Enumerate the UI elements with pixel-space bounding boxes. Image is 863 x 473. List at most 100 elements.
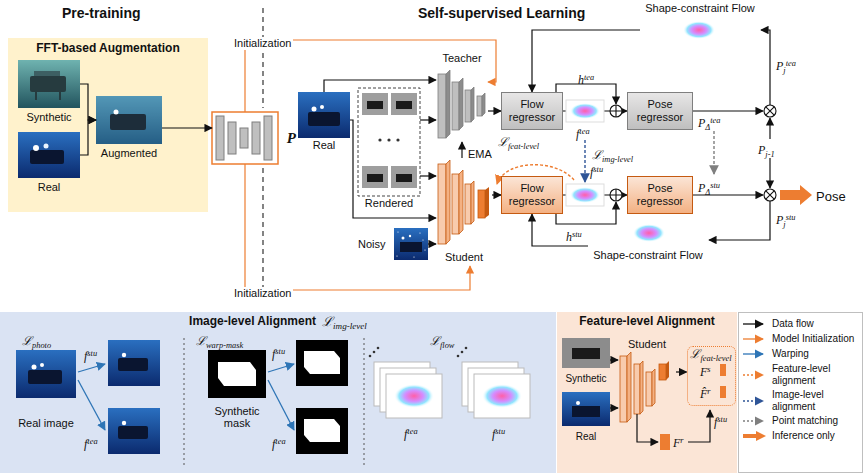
node-label: Synthetic bbox=[26, 111, 71, 124]
section-divider bbox=[364, 338, 365, 468]
node-label: Synthetic mask bbox=[205, 405, 269, 430]
image-thumbnail: Synthetic bbox=[562, 338, 610, 384]
edge-label: Initialization bbox=[232, 37, 293, 50]
label-box: ℒphoto bbox=[22, 331, 51, 350]
student-network bbox=[640, 361, 643, 414]
math-part: F̂ bbox=[700, 387, 707, 401]
node-label: Flow regressor bbox=[502, 98, 562, 123]
noisy-image bbox=[397, 231, 398, 232]
label-box: Pj-1 bbox=[758, 140, 775, 159]
teacher-network: Teacher bbox=[436, 52, 488, 142]
flow-stack bbox=[386, 374, 442, 418]
real-image bbox=[298, 92, 350, 138]
connector-arrow bbox=[676, 371, 687, 372]
math-part: P bbox=[287, 130, 296, 146]
feature-branch bbox=[688, 410, 710, 442]
process-box: Flow regressor bbox=[501, 92, 563, 130]
legend-label: Feature-level alignment bbox=[772, 363, 860, 386]
alignment-panel: Image-level Alignmentℒimg-levelReal imag… bbox=[0, 312, 556, 473]
student-network bbox=[438, 164, 446, 244]
augmented-image bbox=[96, 96, 162, 144]
node-label: Synthetic bbox=[565, 373, 606, 385]
student-network bbox=[666, 361, 669, 380]
flow-image: Shape-constraint Flow bbox=[588, 218, 708, 262]
connector-arrow bbox=[80, 120, 96, 155]
student-network bbox=[438, 164, 471, 244]
math-label: Fs bbox=[700, 365, 711, 380]
connector-arrow bbox=[162, 127, 212, 128]
rendered-images bbox=[396, 174, 412, 182]
legend-sample bbox=[743, 420, 763, 421]
label-box: fstu bbox=[590, 162, 603, 180]
math-label: ℒfeat-level bbox=[498, 136, 539, 151]
math-part: r bbox=[680, 436, 683, 445]
legend-label: Model Initialization bbox=[772, 333, 854, 345]
noisy-image bbox=[422, 239, 423, 240]
node-label: Student bbox=[628, 338, 666, 351]
warping-arrow bbox=[78, 380, 105, 430]
legend-row: Image-level alignment bbox=[742, 389, 860, 412]
add-operator bbox=[610, 189, 622, 201]
flow-stack bbox=[474, 374, 530, 418]
node-label: Real bbox=[576, 431, 597, 443]
math-part: P bbox=[776, 213, 783, 227]
flow-stack bbox=[369, 347, 530, 418]
feature-map bbox=[660, 434, 670, 450]
math-part: stu bbox=[572, 230, 582, 239]
math-label: ftea bbox=[576, 127, 590, 142]
math-part: img-level bbox=[333, 321, 367, 331]
math-label: ℒflow bbox=[430, 335, 454, 350]
flow-stack bbox=[465, 347, 468, 350]
panel-ground bbox=[557, 312, 737, 473]
legend-label: Warping bbox=[772, 348, 809, 360]
label-box: fstu bbox=[84, 346, 97, 364]
noisy-image bbox=[394, 228, 428, 260]
math-part: img-level bbox=[602, 155, 633, 164]
node-label: Noisy bbox=[358, 238, 386, 251]
multiply-operator bbox=[764, 105, 776, 201]
pretrain-network bbox=[212, 112, 278, 164]
math-part: f bbox=[84, 437, 87, 451]
noisy-image bbox=[413, 256, 414, 257]
label-box: fstu bbox=[492, 424, 505, 442]
legend-row: Warping bbox=[742, 348, 860, 360]
math-label: fstu bbox=[714, 415, 727, 430]
math-label: PΔstu bbox=[698, 181, 720, 197]
warped-image bbox=[108, 340, 160, 386]
math-part: ℒ bbox=[690, 347, 700, 361]
mask-image bbox=[296, 340, 348, 386]
label-box: ℒimg-level bbox=[592, 145, 633, 164]
process-arrow bbox=[761, 30, 770, 105]
connector-arrow bbox=[245, 164, 470, 290]
multiply-operator bbox=[766, 191, 774, 199]
legend-label: Point matching bbox=[772, 415, 838, 427]
math-part: stu bbox=[275, 347, 285, 356]
flow-image bbox=[630, 221, 668, 245]
math-part: s bbox=[707, 365, 710, 374]
process-arrow bbox=[769, 158, 770, 188]
math-part: tea bbox=[407, 427, 417, 436]
panel-title: Image-level Alignment bbox=[189, 315, 316, 329]
teacher-network bbox=[482, 93, 485, 116]
node-label: Real bbox=[38, 181, 61, 194]
node-label: Real image bbox=[18, 417, 74, 430]
synthetic-image bbox=[59, 92, 61, 100]
legend-sample bbox=[743, 323, 763, 324]
warped-image bbox=[122, 353, 126, 357]
connector-arrow bbox=[324, 80, 436, 92]
label-box: EMA bbox=[466, 144, 494, 162]
flow-stack bbox=[461, 351, 464, 354]
multiply-operator bbox=[764, 189, 776, 201]
flow-image bbox=[570, 187, 600, 203]
math-label: fstu bbox=[492, 427, 505, 442]
math-part: r bbox=[707, 387, 710, 396]
math-part: f bbox=[492, 427, 495, 441]
student-network bbox=[652, 369, 655, 406]
legend-sample bbox=[742, 318, 768, 330]
legend-row: Model Initialization bbox=[742, 333, 860, 345]
math-part: warp-mask bbox=[206, 341, 243, 350]
mask-image bbox=[218, 362, 256, 386]
math-part: f bbox=[576, 127, 579, 141]
image-thumbnail: Augmented bbox=[96, 96, 162, 160]
panel-ground bbox=[8, 38, 208, 212]
